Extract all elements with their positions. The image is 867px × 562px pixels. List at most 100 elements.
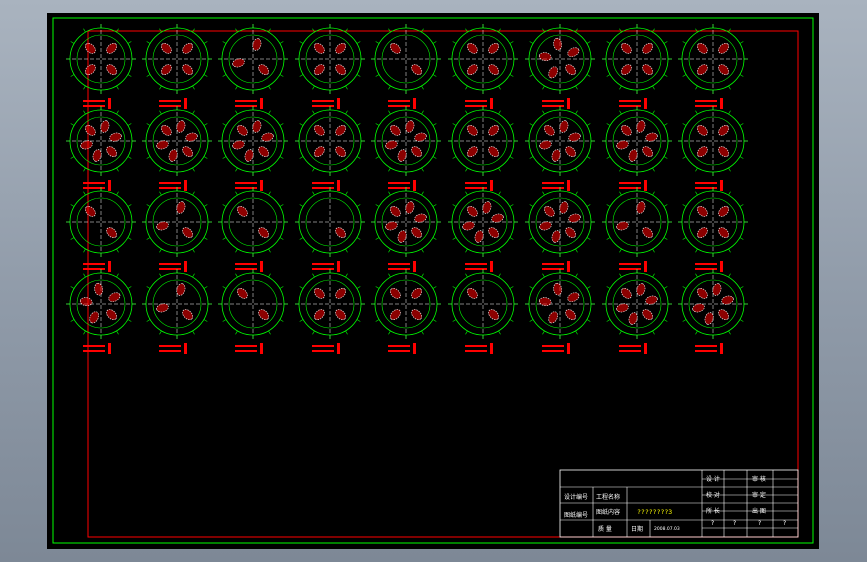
label-bar bbox=[83, 263, 105, 265]
label-bar bbox=[465, 187, 487, 189]
tick bbox=[299, 319, 304, 322]
label-bar bbox=[465, 182, 487, 184]
hole-slot bbox=[252, 38, 262, 51]
label-bar bbox=[159, 345, 181, 347]
hole-slot bbox=[79, 297, 93, 307]
inner-circle bbox=[535, 279, 585, 329]
tick bbox=[203, 319, 208, 322]
label-bar bbox=[542, 100, 564, 102]
inner-circle bbox=[305, 34, 355, 84]
label-bar bbox=[465, 105, 487, 107]
tick bbox=[83, 330, 86, 335]
label-bar bbox=[465, 345, 487, 347]
inner-circle bbox=[76, 197, 126, 247]
inner-circle bbox=[688, 279, 738, 329]
part-view bbox=[66, 269, 136, 354]
hole-slot bbox=[704, 312, 714, 325]
hole-slot bbox=[538, 52, 552, 62]
hole-slot bbox=[106, 227, 118, 239]
label-mark bbox=[720, 261, 723, 272]
inner-circle bbox=[458, 197, 508, 247]
hole-slot bbox=[313, 42, 325, 54]
hole-slot bbox=[718, 309, 730, 321]
tick bbox=[663, 237, 668, 240]
tick bbox=[345, 330, 348, 335]
hole-slot bbox=[244, 149, 254, 162]
hole-slot bbox=[548, 66, 558, 79]
label-bar bbox=[235, 268, 257, 270]
hole-slot bbox=[414, 132, 427, 142]
tick bbox=[70, 156, 75, 159]
part-view bbox=[602, 24, 672, 109]
label-mark bbox=[337, 180, 340, 191]
inner-circle bbox=[305, 197, 355, 247]
inner-circle bbox=[228, 197, 278, 247]
tick bbox=[421, 191, 424, 196]
label-bar bbox=[312, 182, 334, 184]
inner-circle bbox=[535, 197, 585, 247]
label-mark bbox=[413, 98, 416, 109]
tick bbox=[529, 41, 534, 44]
part-view bbox=[142, 24, 212, 109]
hole-slot bbox=[466, 146, 478, 158]
hole-slot bbox=[559, 120, 569, 133]
tick bbox=[268, 85, 271, 90]
tick bbox=[116, 330, 119, 335]
hole-slot bbox=[721, 295, 734, 305]
inner-circle bbox=[612, 34, 662, 84]
label-bar bbox=[235, 105, 257, 107]
label-mark bbox=[720, 98, 723, 109]
tick bbox=[652, 191, 655, 196]
tick bbox=[146, 319, 151, 322]
label-bar bbox=[465, 268, 487, 270]
tb-review-label: 审 定 bbox=[752, 491, 766, 499]
label-bar bbox=[159, 100, 181, 102]
hole-slot bbox=[389, 309, 401, 321]
part-view bbox=[678, 187, 748, 272]
hole-slot bbox=[616, 140, 629, 150]
hole-slot bbox=[642, 64, 654, 76]
hole-slot bbox=[482, 201, 492, 214]
part-view bbox=[295, 24, 365, 109]
tick bbox=[663, 123, 668, 126]
tick bbox=[606, 74, 611, 77]
tick bbox=[432, 204, 437, 207]
hole-slot bbox=[718, 227, 730, 239]
hole-slot bbox=[474, 230, 484, 243]
tick bbox=[682, 74, 687, 77]
tick bbox=[299, 156, 304, 159]
label-bar bbox=[619, 182, 641, 184]
label-mark bbox=[337, 98, 340, 109]
label-bar bbox=[83, 182, 105, 184]
label-bar bbox=[619, 350, 641, 352]
hole-slot bbox=[335, 146, 347, 158]
label-bar bbox=[619, 105, 641, 107]
tick bbox=[375, 123, 380, 126]
hole-slot bbox=[411, 146, 423, 158]
hole-slot bbox=[411, 287, 423, 299]
label-bar bbox=[312, 187, 334, 189]
label-bar bbox=[235, 350, 257, 352]
part-view bbox=[678, 106, 748, 191]
inner-circle bbox=[535, 116, 585, 166]
part-view bbox=[218, 269, 288, 354]
tick bbox=[356, 237, 361, 240]
tick bbox=[345, 248, 348, 253]
hole-slot bbox=[236, 287, 248, 299]
label-bar bbox=[312, 263, 334, 265]
tick bbox=[542, 273, 545, 278]
tick bbox=[268, 330, 271, 335]
tick bbox=[728, 28, 731, 33]
part-view bbox=[678, 269, 748, 354]
label-mark bbox=[567, 180, 570, 191]
part-view bbox=[448, 106, 518, 191]
part-view bbox=[602, 269, 672, 354]
tick bbox=[606, 286, 611, 289]
tick bbox=[345, 110, 348, 115]
inner-circle bbox=[612, 197, 662, 247]
inner-circle bbox=[305, 279, 355, 329]
label-bar bbox=[159, 350, 181, 352]
hole-slot bbox=[84, 124, 96, 136]
tick bbox=[203, 41, 208, 44]
tick bbox=[375, 319, 380, 322]
